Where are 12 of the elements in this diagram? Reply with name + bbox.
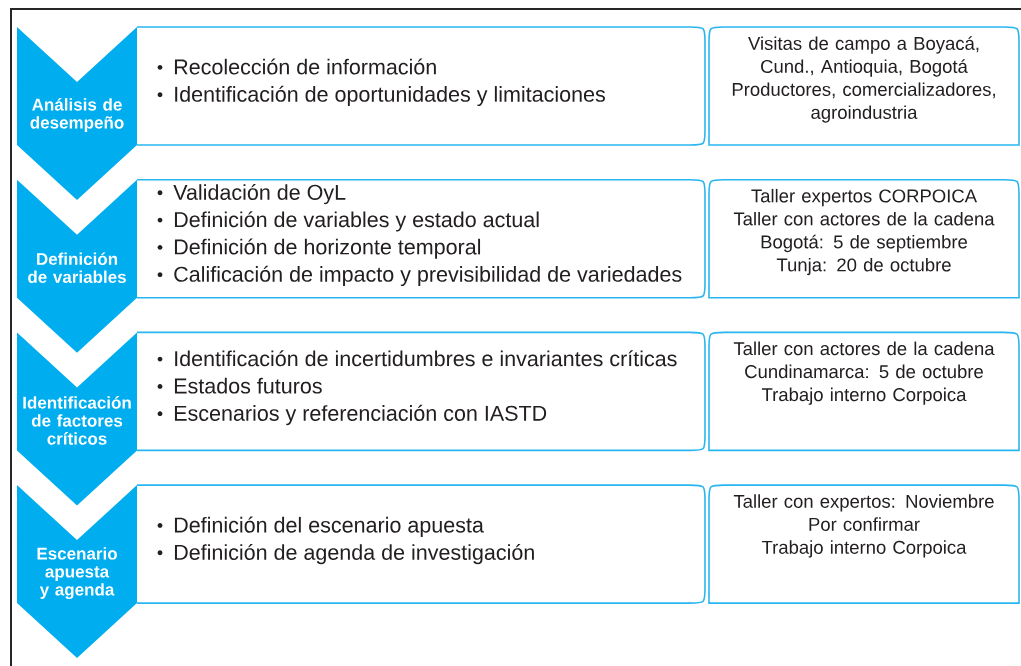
- note-box: Taller con expertos: Noviembre Por confirmar Trabajo interno Corpoica: [708, 484, 1020, 604]
- note-box: Visitas de campo a Boyacá, Cund., Antioquia, Bogotá Productores, comercializadores, agroindustria: [708, 26, 1020, 146]
- bullet-list-box: Definición del escenario apuesta Definición de agenda de investigación: [136, 484, 706, 604]
- step-banner: Escenario apuesta y agenda: [17, 485, 137, 659]
- note-box: Taller expertos CORPOICA Taller con actores de la cadena Bogotá: 5 de septiembre Tunja: 20 de octubre: [708, 178, 1020, 299]
- step-banner: Definición de variables: [17, 179, 137, 353]
- bullet-list-box: Identificación de incertidumbres e invariantes críticas Estados futuros Escenarios y referenciación con IASTD: [136, 331, 706, 452]
- step-banner: Análisis de desempeño: [17, 27, 137, 200]
- bullet-list-box: Validación de OyL Definición de variables y estado actual Definición de horizonte temporal Calificación de impacto y previsibilidad de variedades: [136, 178, 706, 299]
- note-box: Taller con actores de la cadena Cundinamarca: 5 de octubre Trabajo interno Corpoica: [708, 331, 1020, 452]
- bullet-list-box: Recolección de información Identificación de oportunidades y limitaciones: [136, 26, 706, 146]
- step-banner: Identificación de factores críticos: [17, 332, 137, 506]
